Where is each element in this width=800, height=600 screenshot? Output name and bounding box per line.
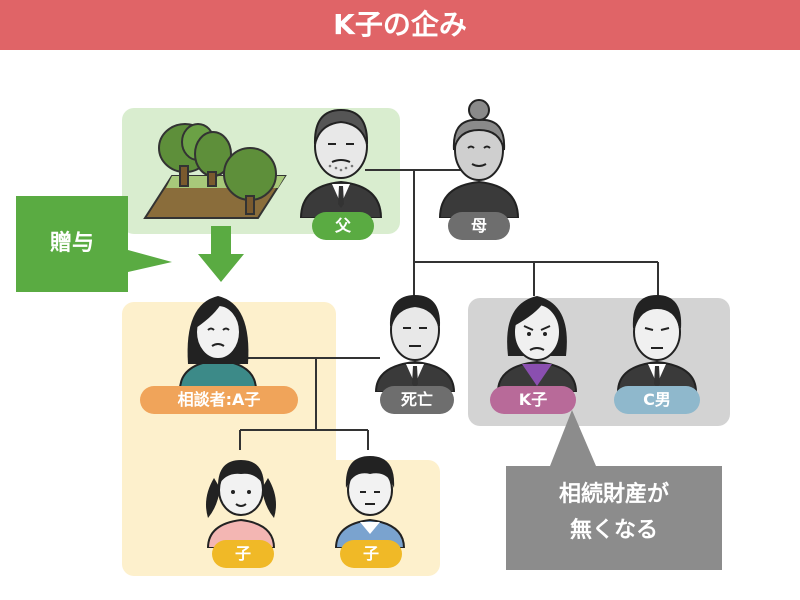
deceased-label: 死亡	[380, 386, 454, 414]
k-child-avatar	[496, 296, 578, 392]
father-label: 父	[312, 212, 374, 240]
land-trees-icon	[143, 123, 287, 219]
gift-callout-box	[16, 196, 172, 292]
k-child-label: K子	[490, 386, 576, 414]
child-boy-avatar	[334, 456, 406, 548]
gift-callout-label: 贈与	[49, 231, 94, 256]
inheritance-callout-line1: 相続財産が	[558, 482, 669, 507]
child-girl-label: 子	[212, 540, 274, 568]
header-bar	[0, 0, 800, 50]
deceased-avatar	[374, 294, 456, 392]
mother-label: 母	[448, 212, 510, 240]
c-man-label: C男	[614, 386, 700, 414]
child-girl-avatar	[206, 460, 276, 548]
inheritance-callout-line2: 無くなる	[569, 518, 658, 543]
consultant-avatar	[178, 296, 258, 390]
inheritance-callout-box	[506, 410, 722, 570]
consultant-label: 相談者:A子	[140, 386, 298, 414]
gift-arrow-down-icon	[198, 226, 244, 282]
c-man-avatar	[616, 294, 698, 392]
mother-avatar	[438, 99, 520, 218]
child-boy-label: 子	[340, 540, 402, 568]
page-title: K子の企み	[333, 8, 467, 41]
father-avatar	[299, 108, 383, 218]
